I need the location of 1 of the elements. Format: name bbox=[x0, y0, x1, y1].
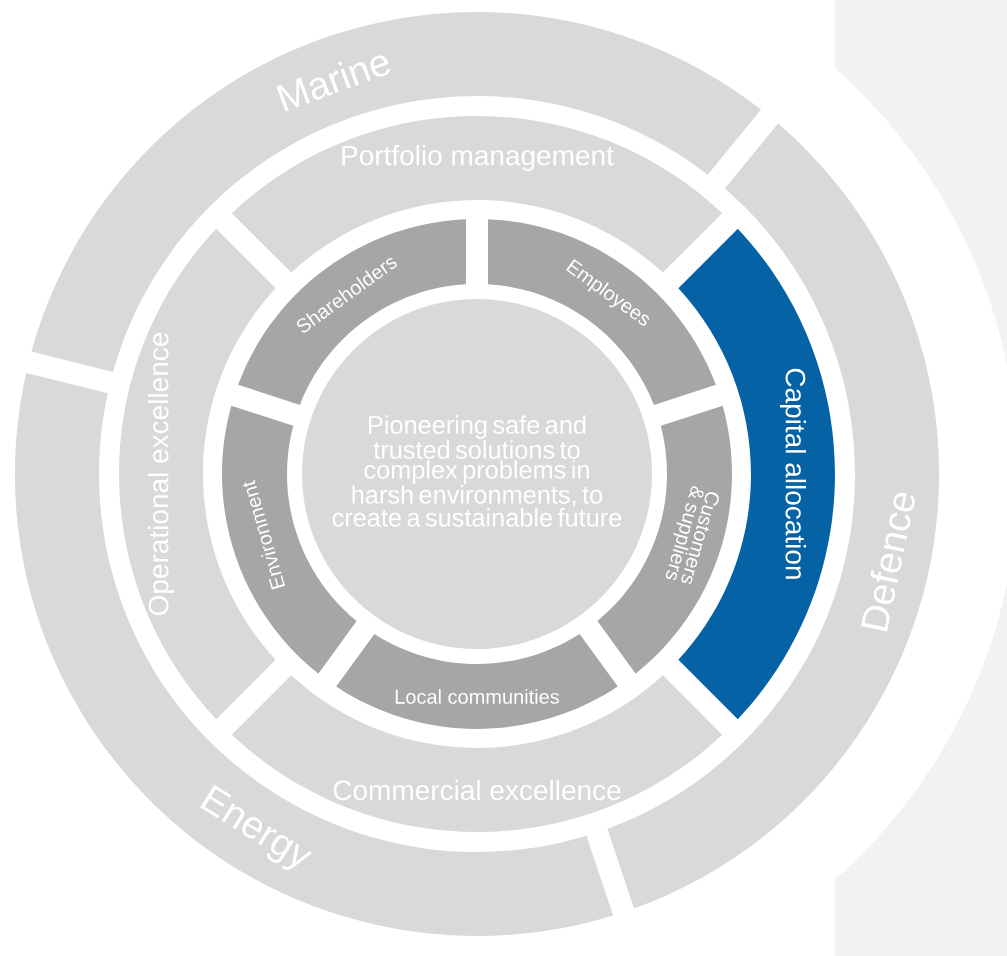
ring-segment: Local communities bbox=[336, 633, 618, 729]
